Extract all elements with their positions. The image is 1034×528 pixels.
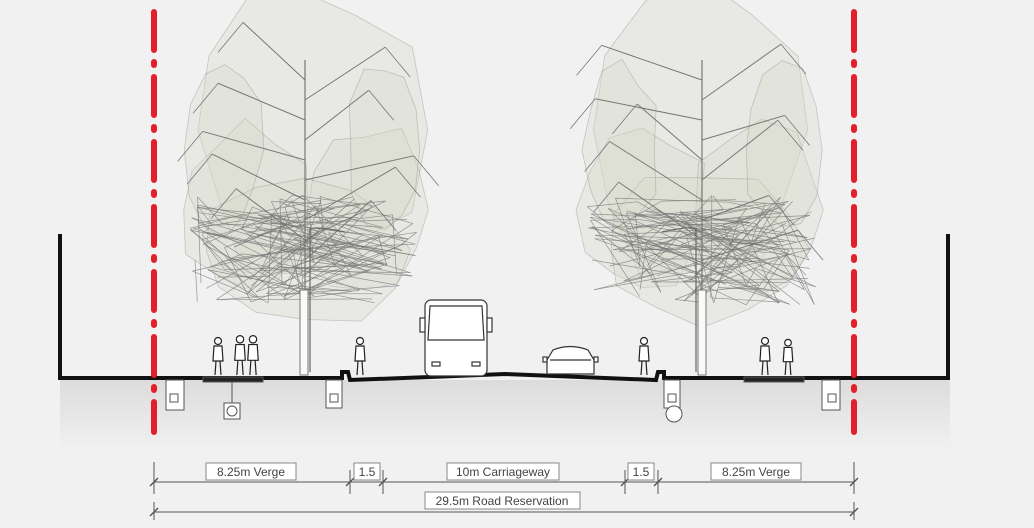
- dimension-label-right-verge: 8.25m Verge: [710, 462, 802, 481]
- dimension-label-left-verge: 8.25m Verge: [205, 462, 297, 481]
- dimension-label-reservation: 29.5m Road Reservation: [424, 491, 581, 510]
- street-light-right: [661, 227, 697, 372]
- dimension-label-left-strip: 1.5: [353, 462, 381, 481]
- svg-text:29.5m Road Reservation: 29.5m Road Reservation: [436, 494, 569, 508]
- tree-left: [177, 0, 440, 322]
- pedestrian: [759, 336, 771, 376]
- services-right: [663, 376, 841, 423]
- svg-text:10m Carriageway: 10m Carriageway: [456, 465, 550, 479]
- svg-text:1.5: 1.5: [633, 465, 650, 479]
- tree-trunk-left: [299, 289, 309, 376]
- pedestrian: [782, 338, 794, 376]
- pedestrian: [638, 336, 650, 376]
- services-left: [165, 376, 343, 420]
- tree-right: [569, 0, 824, 329]
- bus: [419, 299, 493, 377]
- pedestrian: [354, 336, 366, 376]
- pedestrian: [234, 335, 246, 376]
- dimension-label-right-strip: 1.5: [627, 462, 655, 481]
- svg-text:8.25m Verge: 8.25m Verge: [217, 465, 285, 479]
- ground-shading: [60, 380, 950, 450]
- pedestrian: [247, 335, 259, 376]
- tree-trunk-right: [697, 289, 707, 376]
- pedestrians: [212, 335, 794, 376]
- road-profile-line: [58, 234, 950, 383]
- pedestrian: [212, 336, 224, 376]
- car: [542, 345, 599, 375]
- street-light-left: [309, 227, 346, 372]
- svg-text:8.25m Verge: 8.25m Verge: [722, 465, 790, 479]
- dimension-label-carriageway: 10m Carriageway: [446, 462, 560, 481]
- dimension-lines: [149, 462, 859, 520]
- svg-text:1.5: 1.5: [359, 465, 376, 479]
